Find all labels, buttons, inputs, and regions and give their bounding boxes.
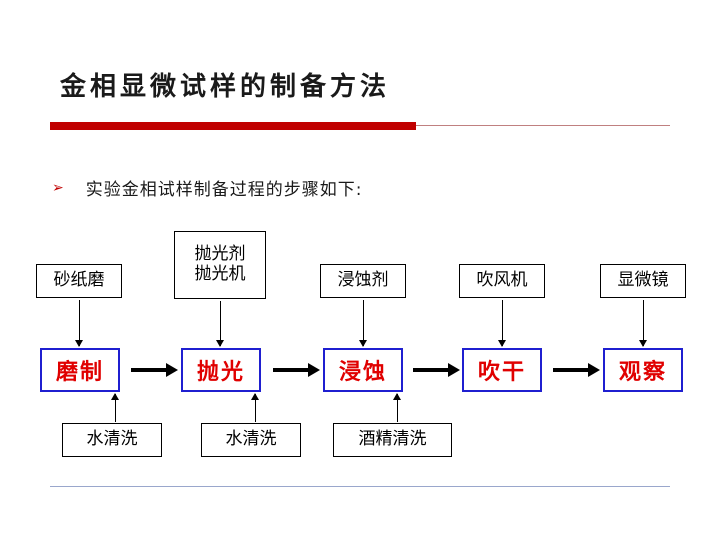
- bottom-label-water-rinse-0: 水清洗: [62, 423, 162, 457]
- bottom-label-alcohol-rinse: 酒精清洗: [333, 423, 452, 457]
- arrow-up-2: [393, 393, 401, 422]
- connector-arrow-0: [131, 363, 178, 377]
- top-label-blower: 吹风机: [459, 264, 545, 298]
- arrow-down-3: [498, 300, 506, 347]
- top-label-polishing-line1: 抛光剂: [194, 244, 246, 265]
- title-rule-thin: [416, 125, 670, 126]
- top-label-sandpaper: 砂纸磨: [36, 264, 122, 298]
- step-grinding[interactable]: 磨制: [40, 348, 120, 392]
- top-label-microscope: 显微镜: [600, 264, 686, 298]
- step-etching[interactable]: 浸蚀: [323, 348, 403, 392]
- arrow-down-4: [639, 300, 647, 347]
- footer-rule: [50, 486, 670, 487]
- connector-arrow-1: [273, 363, 320, 377]
- bullet-row: ➢ 实验金相试样制备过程的步骤如下:: [52, 175, 362, 200]
- step-polishing[interactable]: 抛光: [181, 348, 261, 392]
- arrow-down-1: [216, 301, 224, 347]
- connector-arrow-3: [553, 363, 600, 377]
- arrow-down-2: [359, 300, 367, 347]
- bullet-text: 实验金相试样制备过程的步骤如下:: [85, 180, 363, 200]
- top-label-polishing-line2: 抛光机: [194, 264, 246, 284]
- page-title: 金相显微试样的制备方法: [60, 72, 391, 102]
- arrow-down-0: [75, 300, 83, 347]
- bullet-arrow-icon: ➢: [52, 179, 64, 196]
- step-drying[interactable]: 吹干: [462, 348, 542, 392]
- title-rule-thick: [50, 122, 416, 130]
- bottom-label-water-rinse-1: 水清洗: [201, 423, 301, 457]
- top-label-etchant: 浸蚀剂: [320, 264, 406, 298]
- connector-arrow-2: [413, 363, 460, 377]
- step-observation[interactable]: 观察: [603, 348, 683, 392]
- arrow-up-1: [251, 393, 259, 422]
- arrow-up-0: [111, 393, 119, 422]
- top-label-polishing: 抛光剂 抛光机: [174, 231, 266, 299]
